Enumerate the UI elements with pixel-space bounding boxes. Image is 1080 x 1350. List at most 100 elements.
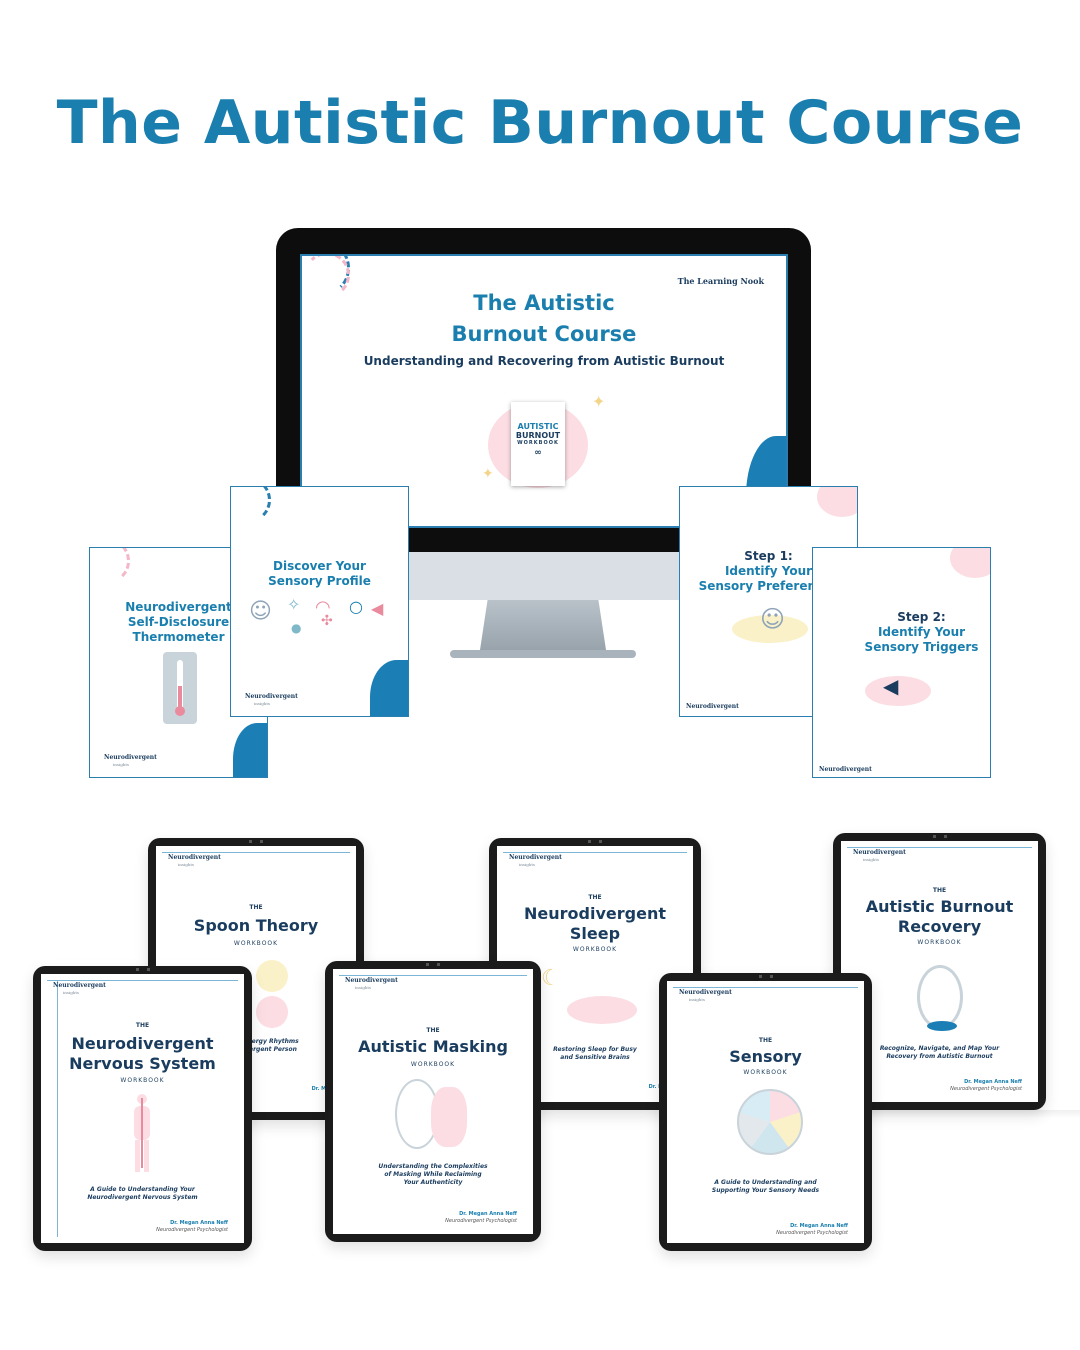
- logo-tag: insights: [689, 997, 705, 1002]
- workbook-desc-line: Your Authenticity: [403, 1179, 463, 1186]
- monitor-stand: [480, 600, 606, 650]
- decor-dots: [90, 548, 130, 584]
- workbook-the: THE: [588, 894, 602, 901]
- logo-name: Neurodivergent: [679, 989, 732, 996]
- magnifier-icon: ○: [349, 597, 363, 616]
- author-role: Neurodivergent Psychologist: [776, 1230, 848, 1236]
- decor-blob: [950, 548, 990, 578]
- workbook-desc: Recognize, Navigate, and Map Your Recove…: [841, 1045, 1038, 1061]
- author-role: Neurodivergent Psychologist: [445, 1218, 517, 1224]
- megaphone-icon: ◀: [371, 599, 384, 618]
- workbook-label: WORKBOOK: [120, 1077, 165, 1084]
- infinity-icon: ∞: [534, 448, 542, 458]
- spinner-icon: ✣: [321, 613, 333, 629]
- workbook-desc: Restoring Sleep for Busy and Sensitive B…: [497, 1046, 693, 1062]
- logo-name: Neurodivergent: [104, 754, 157, 761]
- camera: [135, 968, 150, 971]
- logo-tag: insights: [178, 862, 194, 867]
- logo-name: Neurodivergent: [53, 982, 106, 989]
- decor-blob: [567, 996, 637, 1024]
- logo-name: Neurodivergent: [509, 854, 562, 861]
- slide-title: Neurodivergent Self-Disclosure Thermomet…: [90, 600, 267, 645]
- decor-wave: [233, 723, 267, 777]
- headphones-icon: ◠: [315, 597, 331, 618]
- slide-title-line: Sensory Preferences: [698, 579, 839, 593]
- slide-title-line: Discover Your: [273, 559, 366, 573]
- megaphone-icon: ◀: [883, 674, 899, 698]
- book-title: BURNOUT: [515, 431, 561, 440]
- sparkle-icon: ✦: [482, 466, 494, 482]
- slide-sensory-profile: Discover Your Sensory Profile ☺ ✧ ◠ ○ ◀ …: [230, 486, 409, 717]
- slide-title-line: Identify Your: [877, 625, 966, 639]
- logo-tag: insights: [113, 762, 129, 767]
- workbook-desc-line: A Guide to Understanding Your: [90, 1186, 195, 1193]
- workbook-title: Neurodivergent Nervous System: [41, 1034, 244, 1074]
- workbook-cover: AUTISTIC BURNOUT WORKBOOK ∞: [511, 402, 565, 486]
- logo: Neurodivergent: [819, 766, 872, 773]
- course-title: The Autistic Burnout Course: [302, 288, 786, 350]
- decor-blob: [817, 487, 857, 517]
- drop-icon: ●: [291, 621, 302, 635]
- slide-title-line: Step 1:: [744, 549, 793, 563]
- workbook-title-line: Neurodivergent: [524, 904, 666, 923]
- workbook-title-line: Nervous System: [69, 1054, 216, 1073]
- spray-icon: ✧: [287, 595, 301, 614]
- decor-blob: [256, 960, 288, 992]
- decor-blob: [865, 676, 931, 706]
- logo-tag: insights: [254, 701, 270, 706]
- workbook-desc-line: Understanding the Complexities: [378, 1163, 488, 1170]
- slide-title-line: Step 2:: [897, 610, 946, 624]
- logo-name: Neurodivergent: [245, 693, 298, 700]
- slide-title: Discover Your Sensory Profile: [231, 559, 408, 589]
- workbook-label: WORKBOOK: [917, 939, 962, 946]
- person-icon: ☺: [760, 605, 786, 633]
- decor-dots: [304, 256, 350, 298]
- book-subtitle: WORKBOOK: [517, 440, 559, 446]
- camera: [426, 963, 440, 966]
- workbook-label: WORKBOOK: [233, 940, 279, 947]
- logo-tag: insights: [863, 857, 879, 862]
- workbook-desc-line: Neurodivergent Nervous System: [87, 1194, 198, 1201]
- slide-title: Step 2: Identify Your Sensory Triggers: [833, 610, 990, 655]
- rug-icon: [927, 1021, 957, 1031]
- course-title-line: Burnout Course: [451, 322, 637, 346]
- workbook-desc-line: Restoring Sleep for Busy: [553, 1046, 637, 1053]
- author-name: Dr. Megan Anna Neff: [459, 1211, 517, 1217]
- thermometer-icon: [163, 652, 197, 724]
- decor-blob: [256, 996, 288, 1028]
- senses-wheel-icon: [737, 1089, 803, 1155]
- workbook-label: WORKBOOK: [743, 1069, 788, 1076]
- workbook-title: Autistic Masking: [358, 1037, 508, 1056]
- chair-icon: [917, 965, 963, 1029]
- workbook-title-line: Autistic Burnout: [865, 897, 1014, 916]
- logo-name: Neurodivergent: [345, 977, 398, 984]
- sparkle-icon: ✦: [592, 392, 606, 411]
- decor-wave: [370, 660, 408, 716]
- logo-tag: insights: [355, 985, 371, 990]
- workbook-title-line: Recovery: [897, 917, 982, 936]
- moon-icon: ☾: [541, 966, 561, 991]
- workbook-title: Autistic Burnout Recovery: [841, 897, 1038, 937]
- workbook-desc-line: Energy Rhythms: [243, 1038, 299, 1045]
- workbook-desc-line: Recognize, Navigate, and Map Your: [879, 1045, 1000, 1052]
- workbook-title-line: Sleep: [569, 924, 621, 943]
- shadow: [870, 1110, 1080, 1118]
- workbook-desc: A Guide to Understanding and Supporting …: [667, 1179, 864, 1195]
- brand-label: The Learning Nook: [677, 276, 764, 286]
- workbook-desc-line: of Masking While Reclaiming: [384, 1171, 482, 1178]
- workbook-title-line: Neurodivergent: [71, 1034, 214, 1053]
- workbook-the: THE: [932, 887, 947, 894]
- workbook-title: Sensory: [729, 1047, 802, 1066]
